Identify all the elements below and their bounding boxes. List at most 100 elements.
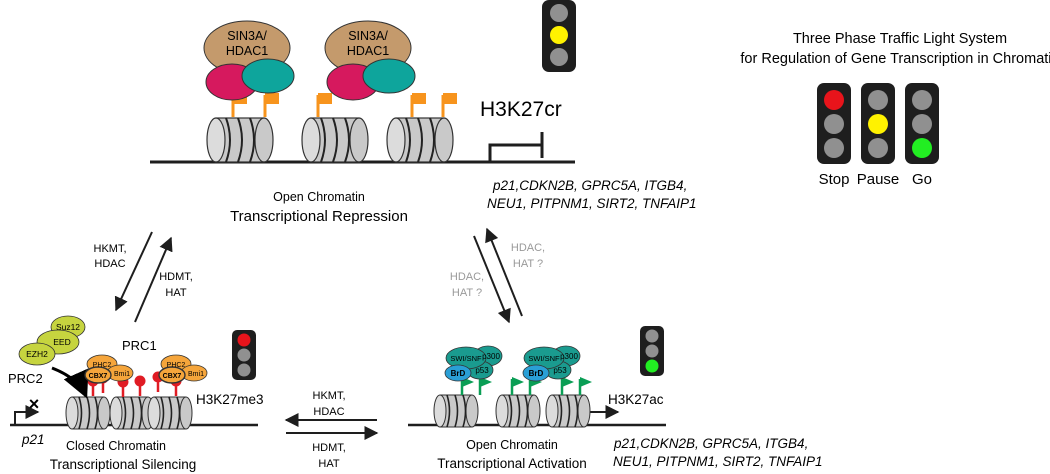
left-nucleosome <box>147 396 193 430</box>
right-panel-activation: SWI/SNF p300 p53 BrD SWI/SNF p300 p53 Br… <box>408 326 823 471</box>
top-state-large: Transcriptional Repression <box>230 208 408 225</box>
p300-label: p300 <box>482 352 500 361</box>
left-promoter-arrow <box>14 405 40 425</box>
top-state-small: Open Chromatin <box>273 190 365 204</box>
sin3a-hdac1-complex-1: SIN3A/ HDAC1 <box>203 20 295 101</box>
prc2-arrow <box>51 366 89 399</box>
legend-go-light <box>905 83 939 164</box>
p53-label: p53 <box>553 366 567 375</box>
acetyl-flag-icon <box>560 375 576 397</box>
right-genes-line-1: p21,CDKN2B, GPRC5A, ITGB4, <box>613 436 808 451</box>
complex-2-label-top: SIN3A/ <box>348 29 388 43</box>
label-hdac-q-1: HDAC, <box>511 242 545 254</box>
legend: Stop Pause Go <box>817 83 939 188</box>
prc1-complex-b: PHC2 Bmi1 CBX7 <box>158 354 208 384</box>
cbx7-label: CBX7 <box>89 373 108 380</box>
phc2-label: PHC2 <box>93 362 112 369</box>
eed-label: EED <box>53 337 70 347</box>
right-nucleosome <box>495 394 541 428</box>
prc2-label: PRC2 <box>8 371 43 386</box>
right-state-large: Transcriptional Activation <box>437 456 587 471</box>
left-mark-label: H3K27me3 <box>196 392 264 407</box>
title: Three Phase Traffic Light System for Reg… <box>740 31 1050 67</box>
label-hkmt-bottom: HKMT, <box>313 390 346 402</box>
left-state-large: Transcriptional Silencing <box>50 457 197 472</box>
label-hdac-bottom: HDAC <box>313 406 344 418</box>
complex-1-label-bottom: HDAC1 <box>226 44 268 58</box>
arrow-down-right <box>473 235 511 324</box>
top-panel-repression: SIN3A/ HDAC1 SIN3A/ HDAC1 H3K27cr Open C… <box>150 0 697 225</box>
left-panel-silencing: × p21 Suz12 EED EZH2 PRC2 PRC1 P <box>8 315 264 472</box>
bottom-transition-arrows: HKMT, HDAC HDMT, HAT <box>284 390 379 470</box>
cbx7-label: CBX7 <box>163 373 182 380</box>
label-hdac-q-2: HDAC, <box>450 271 484 283</box>
acetyl-flag-icon <box>510 375 526 397</box>
bmi1-label: Bmi1 <box>114 371 130 378</box>
left-state-small: Closed Chromatin <box>66 439 166 453</box>
left-nucleosome <box>65 396 111 430</box>
legend-go-label: Go <box>912 171 932 188</box>
left-traffic-light-red <box>232 330 256 380</box>
label-hkmt: HKMT, <box>94 243 127 255</box>
title-line-2: for Regulation of Gene Transcription in … <box>740 51 1050 67</box>
top-nucleosome-3 <box>386 117 454 163</box>
crotonyl-flag-icon <box>441 91 459 119</box>
right-transition-arrows: HDAC, HAT ? HDAC, HAT ? <box>450 227 545 324</box>
arrow-up-right <box>485 227 523 317</box>
brd-label: BrD <box>451 369 466 378</box>
right-traffic-light-green <box>640 326 664 376</box>
activation-complex-2: SWI/SNF p300 p53 BrD <box>522 345 581 382</box>
suz12-label: Suz12 <box>56 322 80 332</box>
top-promoter <box>488 143 542 162</box>
top-genes-line-1: p21,CDKN2B, GPRC5A, ITGB4, <box>492 178 687 193</box>
label-hat-q-1: HAT ? <box>513 258 543 270</box>
p53-label: p53 <box>475 366 489 375</box>
label-hdmt: HDMT, <box>159 271 193 283</box>
prc1-label: PRC1 <box>122 338 157 353</box>
prc2-complex: Suz12 EED EZH2 <box>18 315 86 366</box>
p300-label: p300 <box>560 352 578 361</box>
ezh2-label: EZH2 <box>26 349 48 359</box>
swisnf-label: SWI/SNF <box>450 354 482 363</box>
acetyl-flag-icon <box>578 375 594 397</box>
right-promoter-arrow <box>585 405 620 425</box>
activation-complex-1: SWI/SNF p300 p53 BrD <box>444 345 503 382</box>
left-transition-arrows: HKMT, HDAC HDMT, HAT <box>94 231 193 323</box>
top-mark-label: H3K27cr <box>480 98 562 121</box>
label-hat-bottom: HAT <box>318 458 339 470</box>
methyl-pin-icon <box>133 374 147 398</box>
label-hat-q-2: HAT ? <box>452 287 482 299</box>
phc2-label: PHC2 <box>167 362 186 369</box>
complex-2-label-bottom: HDAC1 <box>347 44 389 58</box>
legend-stop-label: Stop <box>819 171 850 188</box>
arrow-up-left <box>134 236 173 323</box>
top-nucleosome-2 <box>301 117 369 163</box>
prc1-complex-a: PHC2 Bmi1 CBX7 <box>84 354 134 384</box>
acetyl-flag-icon <box>478 375 494 397</box>
right-state-small: Open Chromatin <box>466 438 558 452</box>
label-hdac: HDAC <box>94 258 125 270</box>
right-genes-line-2: NEU1, PITPNM1, SIRT2, TNFAIP1 <box>613 454 823 469</box>
label-hdmt-bottom: HDMT, <box>312 442 346 454</box>
top-traffic-light-yellow <box>542 0 576 72</box>
left-nucleosome <box>109 396 155 430</box>
label-hat: HAT <box>165 287 186 299</box>
title-line-1: Three Phase Traffic Light System <box>793 31 1007 47</box>
right-mark-label: H3K27ac <box>608 392 664 407</box>
crotonyl-flag-icon <box>410 91 428 119</box>
complex-1-label-top: SIN3A/ <box>227 29 267 43</box>
top-genes-line-2: NEU1, PITPNM1, SIRT2, TNFAIP1 <box>487 196 697 211</box>
top-nucleosome-1 <box>206 117 274 163</box>
legend-pause-label: Pause <box>857 171 900 188</box>
swisnf-label: SWI/SNF <box>528 354 560 363</box>
bmi1-label: Bmi1 <box>188 371 204 378</box>
right-nucleosome <box>545 394 591 428</box>
legend-stop-light <box>817 83 851 164</box>
crotonyl-flag-icon <box>316 91 334 119</box>
arrow-down-left <box>114 231 153 312</box>
left-gene-label: p21 <box>21 432 45 447</box>
crotonyl-flag-icon <box>263 91 281 119</box>
sin3a-hdac1-complex-2: SIN3A/ HDAC1 <box>324 20 416 101</box>
brd-label: BrD <box>529 369 544 378</box>
